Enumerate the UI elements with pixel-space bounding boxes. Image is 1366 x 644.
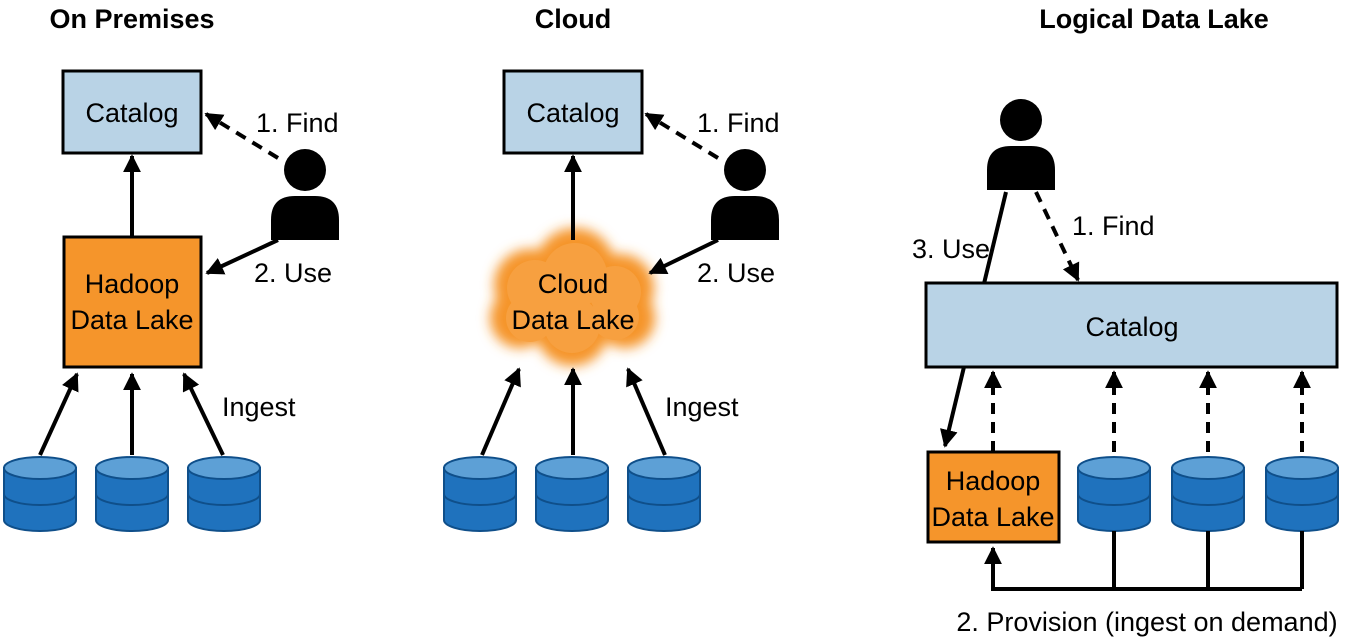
cloud-lake-label-line1: Cloud: [538, 269, 609, 299]
hadoop-data-lake-box: [62, 235, 203, 369]
use-label: 3. Use: [912, 234, 990, 264]
panel-on-premises: On Premises Catalog Hadoop Data Lake 1. …: [3, 4, 339, 532]
panel-title: Logical Data Lake: [1039, 4, 1269, 34]
lake-label-line2: Data Lake: [70, 305, 193, 335]
database-icon: [627, 456, 701, 532]
use-arrow: [205, 238, 279, 275]
database-icon: [95, 456, 169, 532]
provision-arrow: [993, 531, 1304, 591]
use-arrow: [648, 238, 719, 275]
hadoop-data-lake-box: [926, 450, 1061, 544]
person-icon: [711, 149, 779, 240]
ingest-label: Ingest: [665, 392, 739, 422]
database-icon: [535, 456, 609, 532]
cloud-lake-label-line2: Data Lake: [511, 305, 634, 335]
panel-title: On Premises: [49, 4, 214, 34]
catalog-label: Catalog: [1085, 312, 1178, 342]
database-icon: [3, 456, 77, 532]
provision-label: 2. Provision (ingest on demand): [956, 607, 1337, 637]
find-label: 1. Find: [1072, 211, 1155, 241]
database-icon: [1077, 456, 1151, 532]
lake-label-line1: Hadoop: [946, 466, 1041, 496]
catalog-label: Catalog: [526, 98, 619, 128]
person-icon: [987, 99, 1055, 190]
panel-logical-data-lake: Logical Data Lake 1. Find 3. Use Catalog…: [912, 4, 1339, 637]
ingest-arrow: [480, 367, 521, 456]
ingest-arrow: [38, 372, 79, 456]
cloud-icon: [490, 228, 655, 366]
database-icon: [187, 456, 261, 532]
database-icon: [1265, 456, 1339, 532]
person-icon: [271, 149, 339, 240]
ingest-arrow: [626, 367, 667, 456]
catalog-box: [502, 69, 644, 155]
find-label: 1. Find: [256, 108, 339, 138]
catalog-box: [924, 281, 1339, 369]
catalog-box: [61, 69, 203, 155]
ingest-label: Ingest: [222, 392, 296, 422]
find-arrow: [1034, 191, 1080, 282]
database-icon: [1171, 456, 1245, 532]
find-arrow: [204, 112, 280, 160]
panel-title: Cloud: [535, 4, 611, 34]
database-icon: [443, 456, 517, 532]
lake-label-line2: Data Lake: [931, 502, 1054, 532]
ingest-arrow: [182, 372, 225, 456]
use-label: 2. Use: [697, 258, 775, 288]
panel-cloud: Cloud Catalog Cloud Data Lake: [443, 4, 780, 532]
catalog-label: Catalog: [85, 98, 178, 128]
lake-label-line1: Hadoop: [85, 269, 180, 299]
find-arrow: [644, 112, 720, 160]
use-label: 2. Use: [254, 258, 332, 288]
find-label: 1. Find: [697, 108, 780, 138]
